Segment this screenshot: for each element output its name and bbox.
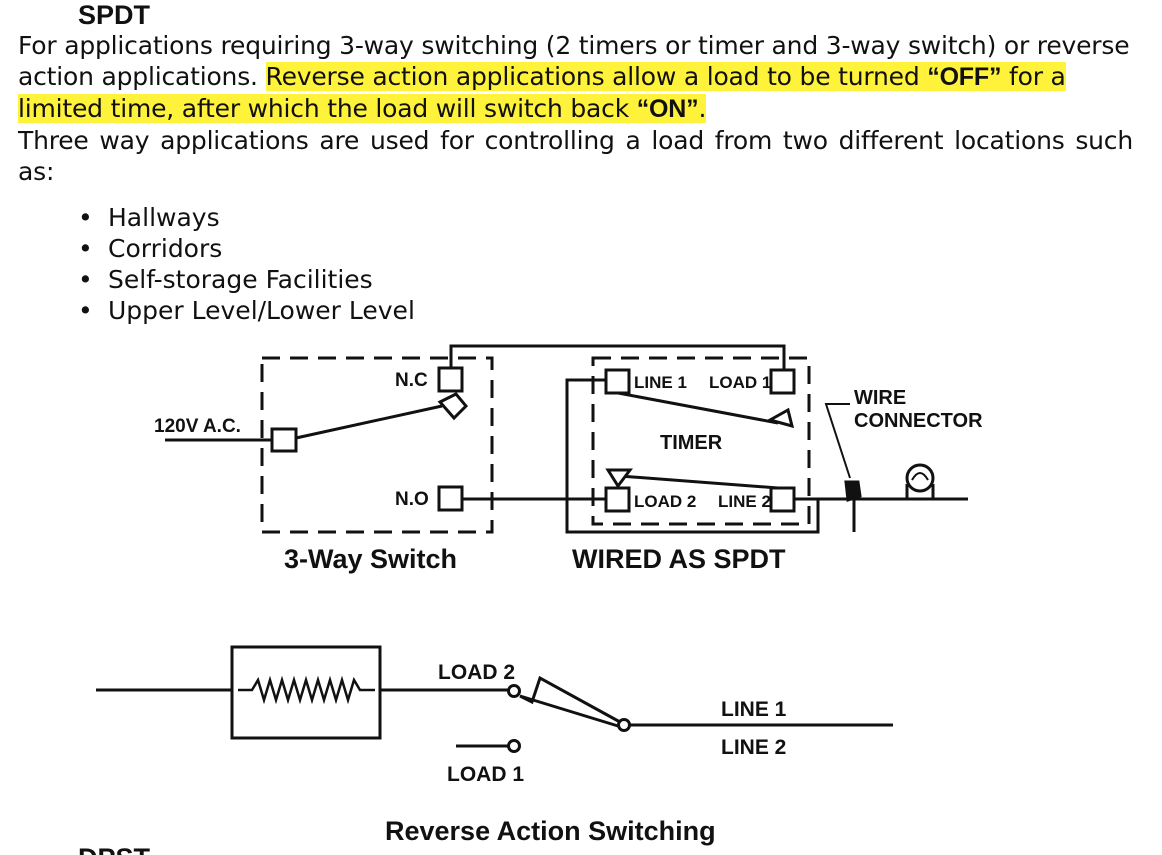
lamp-icon: [905, 463, 935, 493]
three-way-paragraph: Three way applications are used for cont…: [18, 126, 1133, 186]
highlight-part-2: for a limited time, after which the load…: [18, 62, 1066, 123]
reverse-action-caption: Reverse Action Switching: [385, 816, 716, 846]
load1-contact: [507, 739, 521, 753]
highlight-part-3: .: [698, 94, 707, 123]
intro-text: For applications requiring 3-way switchi…: [18, 31, 1130, 91]
pivot-contact: [617, 718, 631, 732]
load-box: [230, 645, 382, 740]
line2-label: LINE 2: [718, 492, 771, 511]
off-keyword: “OFF”: [927, 63, 1002, 91]
switch-caption: 3-Way Switch: [284, 544, 457, 574]
rev-load2-label: LOAD 2: [438, 661, 515, 684]
timer-enclosure: [591, 356, 811, 526]
common-terminal: [270, 427, 298, 453]
switch-arm-lower: [519, 694, 619, 728]
list-item: Upper Level/Lower Level: [78, 295, 415, 326]
connector-leader: [824, 403, 851, 479]
line1-label: LINE 1: [634, 373, 687, 392]
list-item: Self-storage Facilities: [78, 264, 415, 295]
wire-connector-icon: [844, 480, 862, 503]
switch-enclosure: [260, 356, 494, 534]
timer-contact-2: [619, 474, 779, 490]
contact-2-tip: [605, 468, 633, 489]
rev-line2-label: LINE 2: [721, 736, 786, 759]
rev-load1-label: LOAD 1: [447, 763, 524, 786]
line2-terminal: [769, 486, 796, 513]
nc-label: N.C: [395, 370, 428, 391]
three-way-switch-diagram: [165, 344, 786, 534]
list-item: Corridors: [78, 233, 415, 264]
load1-label: LOAD 1: [709, 373, 771, 392]
switch-blade: [295, 404, 443, 440]
timer-diagram: [565, 356, 968, 534]
timer-label: TIMER: [660, 432, 723, 454]
application-list: Hallways Corridors Self-storage Faciliti…: [78, 202, 415, 326]
load2-label: LOAD 2: [634, 492, 696, 511]
no-label: N.O: [395, 489, 429, 510]
section-title: SPDT: [78, 0, 151, 30]
load2-terminal: [604, 486, 631, 513]
reverse-action-diagram: [96, 645, 893, 753]
load2-contact: [507, 684, 521, 698]
supply-label: 120V A.C.: [154, 416, 241, 437]
highlighted-text: Reverse action applications allow a load…: [18, 62, 1066, 123]
lamp-filament: [911, 472, 929, 481]
intro-paragraph: For applications requiring 3-way switchi…: [18, 30, 1133, 187]
connector-label: CONNECTOR: [854, 410, 983, 432]
line1-terminal: [604, 368, 631, 395]
rev-line1-label: LINE 1: [721, 698, 787, 721]
contact-1-tip: [766, 407, 795, 429]
no-terminal: [437, 485, 464, 512]
load1-terminal: [769, 368, 796, 395]
timer-caption: WIRED AS SPDT: [572, 544, 786, 574]
resistor-icon: [238, 675, 375, 705]
timer-outer-frame: [565, 378, 820, 534]
highlight-part-1: Reverse action applications allow a load…: [265, 62, 928, 91]
next-section-title: DPST: [78, 843, 150, 855]
wire-label: WIRE: [854, 387, 906, 409]
list-item: Hallways: [78, 202, 415, 233]
on-keyword: “ON”: [636, 95, 699, 123]
nc-terminal: [437, 366, 464, 393]
timer-contact-1: [617, 391, 779, 425]
nc-to-load1-wire: [449, 344, 786, 370]
blade-contact: [437, 392, 469, 421]
